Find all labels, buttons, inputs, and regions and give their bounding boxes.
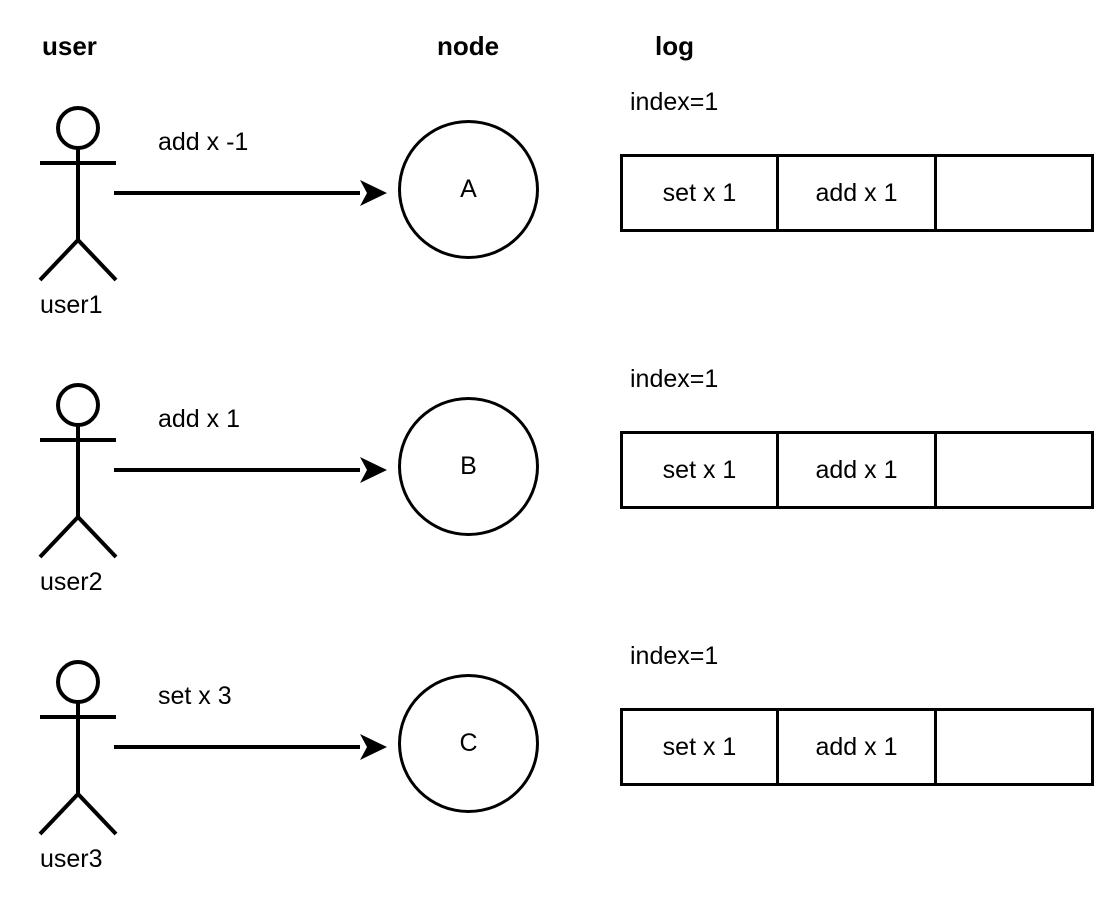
node-label: C: [459, 729, 478, 757]
column-header-log: log: [655, 31, 694, 61]
actor-label: user1: [40, 291, 103, 319]
message-label: add x 1: [158, 405, 241, 433]
log-cell: add x 1: [779, 711, 937, 783]
stick-figure-icon: [26, 100, 136, 285]
log-index-label: index=1: [630, 88, 719, 116]
node-label: A: [460, 175, 477, 203]
message-arrow-icon: [112, 730, 392, 764]
message-arrow-icon: [112, 176, 392, 210]
log-table: set x 1 add x 1: [620, 708, 1094, 786]
actor-label: user3: [40, 845, 103, 873]
log-cell: add x 1: [779, 434, 937, 506]
node-label: B: [460, 452, 477, 480]
column-header-node: node: [437, 31, 500, 61]
log-cell: set x 1: [623, 434, 780, 506]
log-table: set x 1 add x 1: [620, 154, 1094, 232]
node-circle: C: [398, 674, 539, 813]
message-label: set x 3: [158, 682, 232, 710]
diagram-row: user3 set x 3 C index=1 set x 1 add x 1: [0, 554, 1118, 872]
log-table: set x 1 add x 1: [620, 431, 1094, 509]
message-arrow-icon: [112, 453, 392, 487]
log-cell: add x 1: [779, 157, 937, 229]
log-cell-empty: [937, 157, 1091, 229]
log-cell-empty: [937, 434, 1091, 506]
diagram-row: user2 add x 1 B index=1 set x 1 add x 1: [0, 277, 1118, 595]
stick-figure-icon: [26, 377, 136, 562]
node-circle: B: [398, 397, 539, 536]
message-label: add x -1: [158, 128, 249, 156]
log-index-label: index=1: [630, 642, 719, 670]
diagram-row: user1 add x -1 A index=1 set x 1 add x 1: [0, 0, 1118, 318]
column-header-user: user: [42, 31, 97, 61]
log-index-label: index=1: [630, 365, 719, 393]
log-cell-empty: [937, 711, 1091, 783]
node-circle: A: [398, 120, 539, 259]
log-cell: set x 1: [623, 711, 780, 783]
log-cell: set x 1: [623, 157, 780, 229]
stick-figure-icon: [26, 654, 136, 839]
actor-label: user2: [40, 568, 103, 596]
